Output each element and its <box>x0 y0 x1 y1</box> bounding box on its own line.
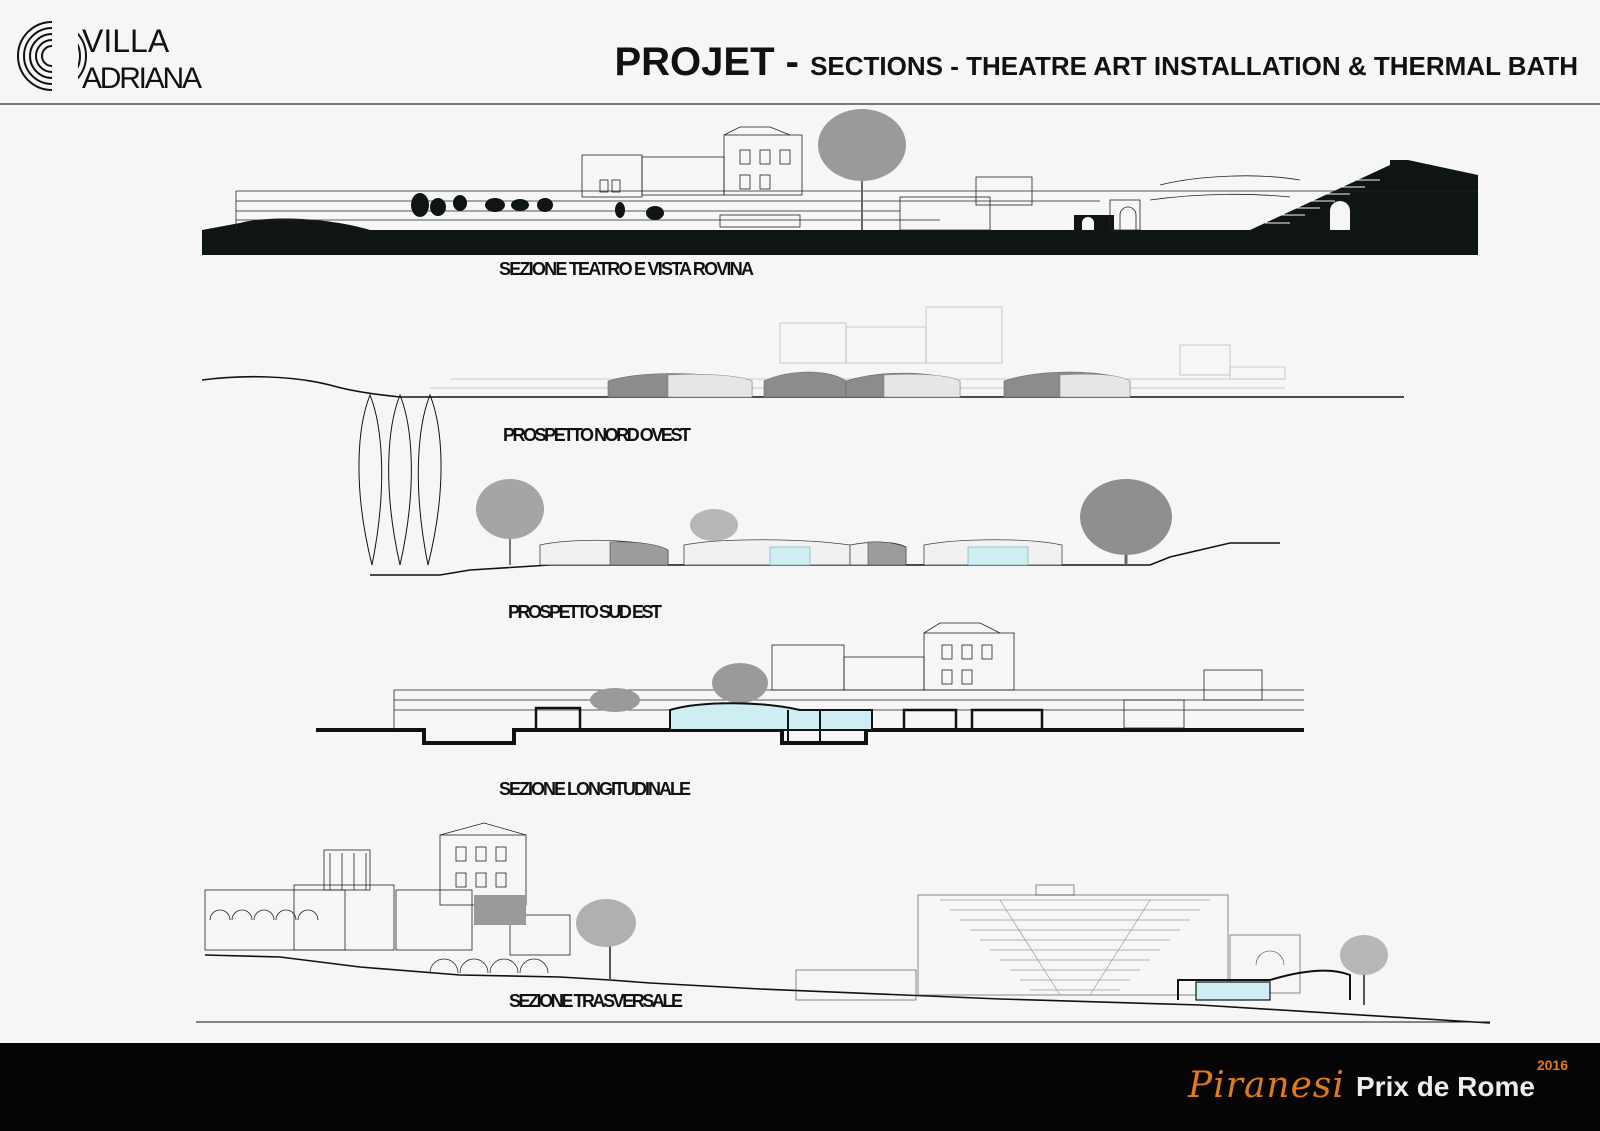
section-teatro-drawing <box>202 109 1478 255</box>
brand-piranesi: Piranesi <box>1188 1065 1345 1106</box>
villa-adriana-logo: VILLA ADRIANA <box>17 18 202 94</box>
header-divider <box>0 103 1600 105</box>
page-header: VILLA ADRIANA PROJET - SECTIONS - THEATR… <box>0 0 1600 105</box>
sezione-longitudinale-drawing <box>316 622 1304 745</box>
title-main: PROJET <box>614 40 775 84</box>
tree-icon <box>476 479 544 565</box>
brand-prix-de-rome: Prix de Rome <box>1356 1071 1535 1102</box>
title-dash: - <box>774 40 811 84</box>
caption-sezione-trasversale: SEZIONE TRASVERSALE <box>509 991 683 1011</box>
caption-prospetto-sud-est: PROSPETTO SUD EST <box>508 602 662 622</box>
title-subtitle: SECTIONS - THEATRE ART INSTALLATION & TH… <box>810 51 1578 81</box>
prix-de-rome-brand: Piranesi Prix de Rome 2016 <box>1188 1057 1568 1123</box>
caption-sezione-teatro: SEZIONE TEATRO E VISTA ROVINA <box>499 259 754 279</box>
cavea-steps <box>940 899 1210 996</box>
caption-prospetto-nord-ovest: PROSPETTO NORD OVEST <box>503 425 691 445</box>
tree-icon <box>818 109 906 230</box>
tree-icon <box>1080 479 1172 565</box>
sezione-trasversale-drawing <box>196 822 1491 1024</box>
brand-year: 2016 <box>1536 1057 1568 1073</box>
tree-icon <box>1340 935 1388 1005</box>
architectural-sections: SEZIONE TEATRO E VISTA ROVINA PROSPETTO … <box>196 109 1491 1024</box>
footer-bar: Piranesi Prix de Rome 2016 <box>0 1043 1600 1131</box>
page-title: PROJET - SECTIONS - THEATRE ART INSTALLA… <box>614 40 1578 85</box>
caption-sezione-longitudinale: SEZIONE LONGITUDINALE <box>499 779 691 799</box>
prospetto-nord-ovest-drawing <box>201 306 1404 398</box>
logo-text-adriana: ADRIANA <box>82 62 202 94</box>
prospetto-sud-est-drawing <box>358 393 1280 576</box>
cypress-icon <box>358 393 442 566</box>
logo-text-villa: VILLA <box>82 23 170 59</box>
tree-icon <box>576 899 636 980</box>
